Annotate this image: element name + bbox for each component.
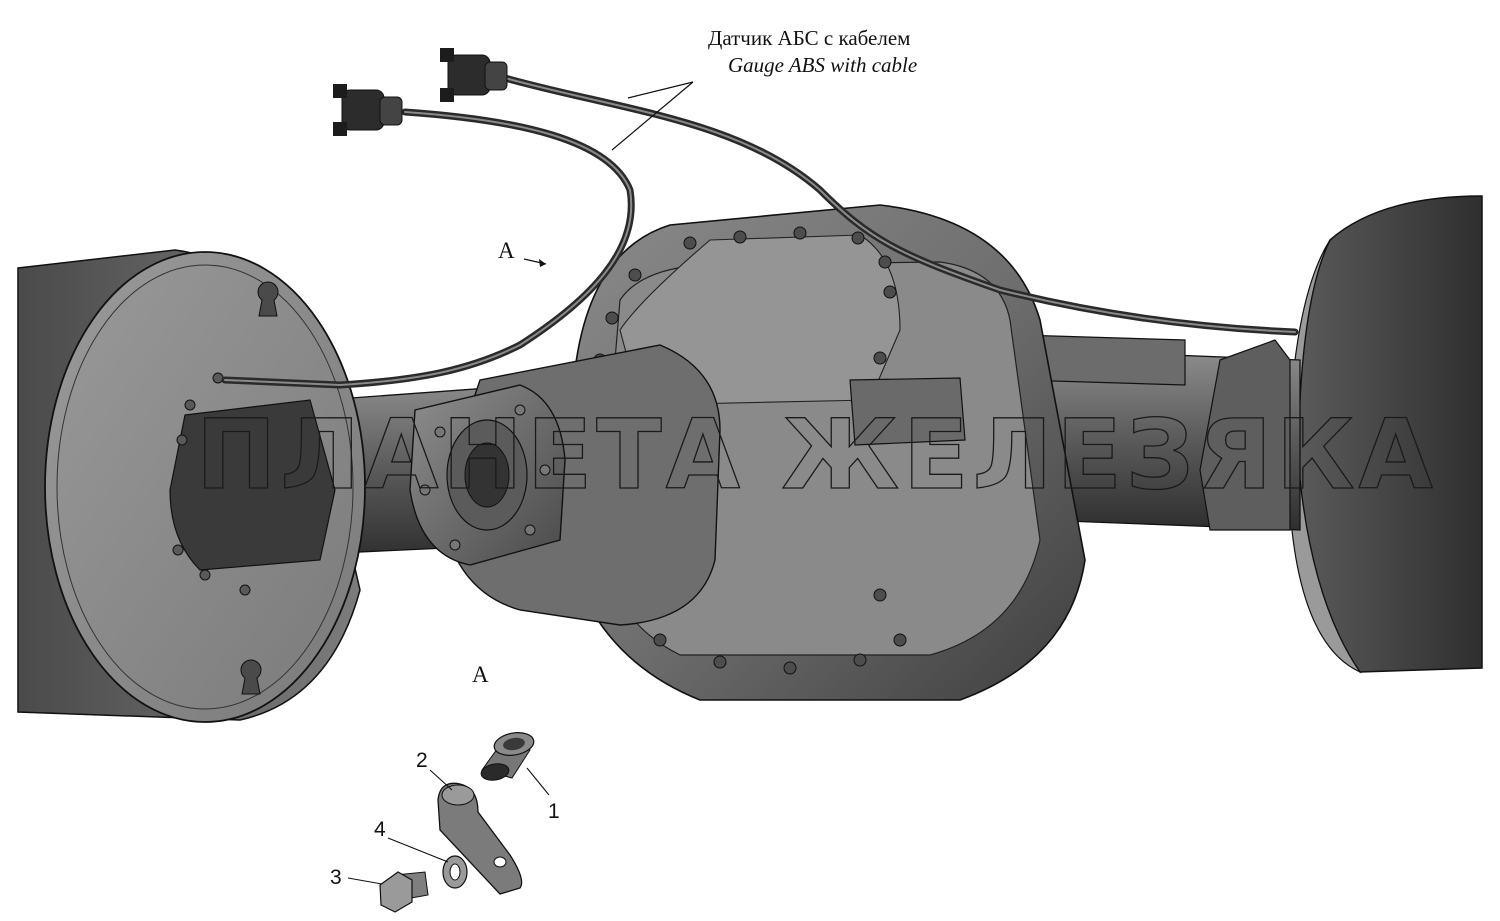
- left-backplate-rim: [56, 264, 354, 710]
- axle-assembly: [17, 195, 1483, 723]
- callout-4: 4: [374, 818, 386, 841]
- part-4-washer: [442, 855, 468, 889]
- part-3-bolt: [379, 871, 429, 913]
- callout-2: 2: [416, 749, 428, 772]
- abs-connector-left: [333, 84, 403, 136]
- sensor-label-en: Gauge ABS with cable: [728, 53, 917, 77]
- part-1-bushing: [480, 732, 535, 781]
- backplate-bolts: [172, 372, 251, 596]
- callout-3: 3: [330, 866, 342, 889]
- callout-1: 1: [548, 800, 560, 823]
- keyhole-top: [257, 281, 279, 317]
- abs-connector-right: [440, 48, 508, 102]
- flange-bore: [464, 442, 510, 508]
- sensor-label-ru: Датчик АБС с кабелем: [708, 26, 910, 50]
- view-arrow-icon: [523, 258, 547, 267]
- right-bracket: [1199, 339, 1291, 531]
- sensor-leaders: [611, 81, 694, 151]
- detail-parts: 1 2 3 4: [330, 732, 560, 913]
- abs-sensor-bracket: [849, 377, 966, 446]
- view-marker-a: А: [498, 238, 515, 263]
- flange-bolts: [419, 404, 551, 551]
- view-title-a: А: [472, 662, 489, 687]
- keyhole-bottom: [240, 659, 262, 695]
- abs-cables: [221, 74, 1299, 389]
- callout-leaders: [347, 767, 550, 885]
- left-hub-cutout: [169, 399, 336, 571]
- watermark: ПЛАНЕТА ЖЕЛЕЗЯКА: [196, 399, 1437, 511]
